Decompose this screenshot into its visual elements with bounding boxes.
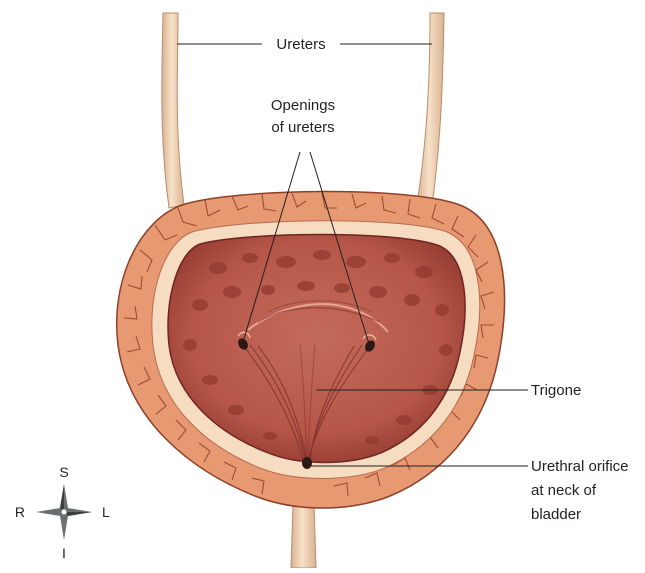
urethra (291, 505, 316, 568)
compass-superior-label: S (59, 464, 68, 480)
label-ureters: Ureters (276, 36, 325, 53)
orientation-compass: S I R L (15, 464, 110, 561)
compass-star-icon (36, 484, 92, 540)
label-urethral-line2: at neck of (531, 482, 597, 499)
compass-right-label: R (15, 504, 25, 520)
label-openings-line1: Openings (271, 97, 335, 114)
right-ureter (417, 13, 444, 206)
left-ureter (162, 13, 184, 208)
compass-left-label: L (102, 504, 110, 520)
label-urethral-line1: Urethral orifice (531, 458, 629, 475)
compass-inferior-label: I (62, 545, 66, 561)
urethral-orifice (302, 457, 312, 469)
label-trigone: Trigone (531, 382, 581, 399)
label-openings-line2: of ureters (271, 119, 334, 136)
label-urethral-line3: bladder (531, 506, 581, 523)
